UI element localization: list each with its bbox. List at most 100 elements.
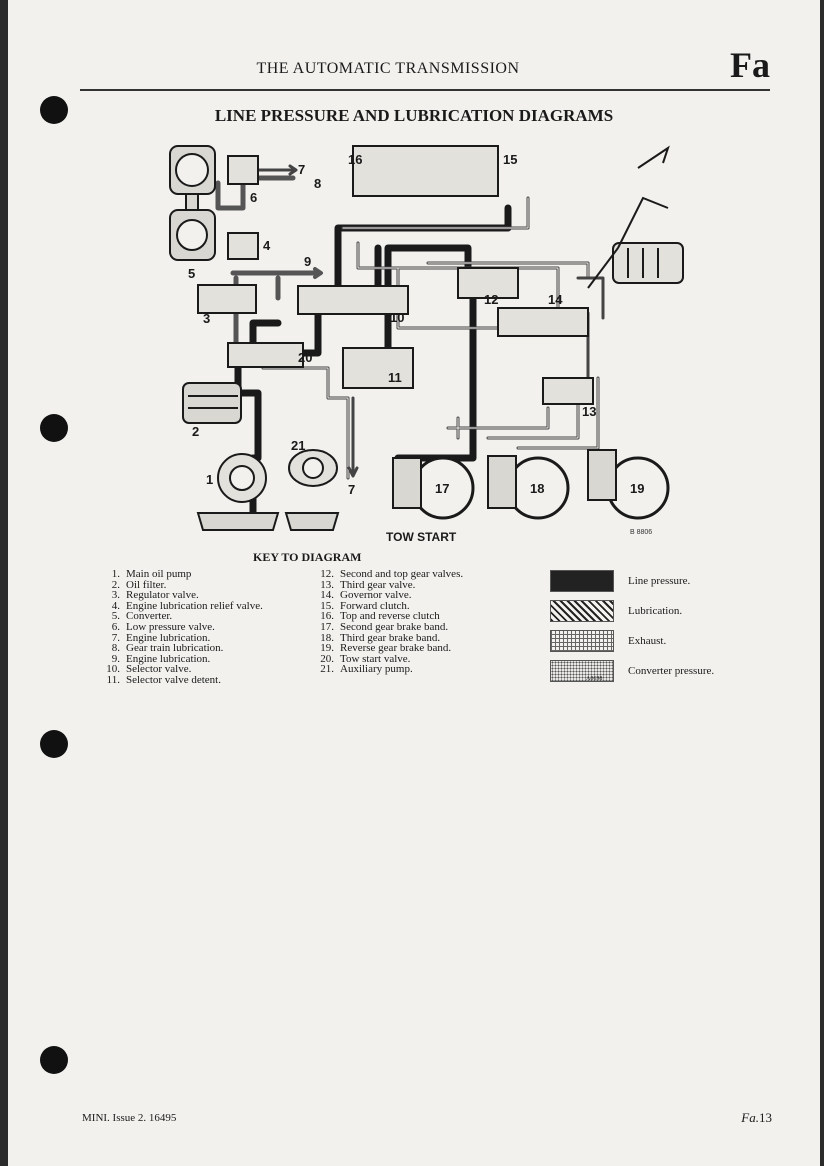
key-item-text: Top and reverse clutch	[340, 610, 440, 623]
key-item-text: Engine lubrication.	[126, 631, 211, 644]
key-item: 9.Engine lubrication.	[94, 652, 263, 665]
callout-label: 9	[304, 254, 311, 269]
legend-item: Converter pressure.	[550, 656, 714, 686]
binder-hole	[40, 730, 68, 758]
callout-label: 20	[298, 350, 312, 365]
legend-item: Exhaust.	[550, 626, 714, 656]
key-item: 17. Second gear brake band.	[308, 622, 463, 633]
key-item: 20. Tow start valve.	[308, 652, 463, 665]
key-item-text: Regulator valve.	[126, 589, 199, 602]
key-item-text: Gear train lubrication.	[126, 642, 224, 655]
callout-label: 15	[503, 152, 517, 167]
callout-label: 1	[206, 472, 213, 487]
legend-item: Lubrication.	[550, 596, 714, 626]
key-item: 18. Third gear brake band.	[308, 631, 463, 644]
key-item: 11.Selector valve detent.	[94, 675, 263, 686]
page-number: Fa.13	[741, 1110, 772, 1126]
binder-hole	[40, 414, 68, 442]
header-rule	[80, 89, 770, 91]
lubrication-swatch	[550, 600, 614, 622]
key-item-text: Governor valve.	[340, 589, 412, 602]
callout-label: 6	[250, 190, 257, 205]
key-item: 19. Reverse gear brake band.	[308, 643, 463, 654]
manual-page: THE AUTOMATIC TRANSMISSION Fa LINE PRESS…	[8, 0, 820, 1166]
callout-label: 13	[582, 404, 596, 419]
key-item-number: 19.	[320, 642, 334, 655]
callout-label: 8	[314, 176, 321, 191]
key-item-number: 21.	[320, 663, 334, 676]
key-item-text: Reverse gear brake band.	[340, 642, 452, 655]
key-item-number: 16.	[320, 610, 334, 623]
key-item-text: Engine lubrication relief valve.	[126, 599, 263, 612]
legend-label: Line pressure.	[628, 575, 691, 587]
key-item-number: 7.	[111, 631, 120, 644]
exhaust-swatch	[550, 630, 614, 652]
key-item-number: 18.	[320, 631, 334, 644]
legend: Line pressure. Lubrication. Exhaust. Con…	[550, 566, 714, 686]
callout-label: 7	[298, 162, 305, 177]
hydraulic-diagram: 5 6 7 8 4 9 3 10 11 20 2 1 21 7 12 14 13…	[169, 145, 684, 544]
key-item: 21.Auxiliary pump.	[308, 664, 463, 675]
key-item-number: 5.	[111, 610, 120, 623]
callout-label: 14	[548, 292, 563, 307]
key-item-text: Converter.	[126, 610, 173, 623]
diagram-title: LINE PRESSURE AND LUBRICATION DIAGRAMS	[214, 106, 614, 125]
callout-label: 17	[435, 481, 449, 496]
key-item-number: 17.	[320, 620, 334, 633]
key-item-number: 4.	[111, 599, 120, 612]
key-item-text: Low pressure valve.	[126, 620, 215, 633]
key-item-text: Second and top gear valves.	[340, 568, 464, 580]
key-item: 16. Top and reverse clutch	[308, 611, 463, 622]
legend-label: Exhaust.	[628, 635, 667, 647]
legend-label: Converter pressure.	[628, 665, 715, 677]
legend-item: Line pressure.	[550, 566, 714, 596]
key-item-text: Main oil pump	[126, 568, 192, 580]
key-item-number: 15.	[320, 599, 334, 612]
page-number-value: 13	[759, 1110, 772, 1125]
key-item: 10. Selector valve.	[94, 664, 263, 675]
binder-hole	[40, 1046, 68, 1074]
key-item-number: 13.	[320, 578, 334, 591]
page-number-prefix: Fa.	[741, 1110, 759, 1125]
key-item-text: Third gear valve.	[340, 578, 416, 591]
key-item-number: 14.	[320, 589, 334, 602]
key-item-text: Second gear brake band.	[340, 620, 449, 633]
key-item: 8.Gear train lubrication.	[94, 643, 263, 654]
key-item-number: 11.	[106, 673, 120, 686]
key-item-number: 10.	[106, 663, 120, 676]
key-item-text: Tow start valve.	[340, 652, 411, 665]
diagram-caption: TOW START	[386, 530, 457, 544]
legend-label: Lubrication.	[628, 605, 683, 617]
key-item-number: 20.	[320, 652, 334, 665]
key-item-number: 12.	[320, 568, 334, 580]
key-item-number: 6.	[111, 620, 120, 633]
footer-issue: MINI. Issue 2. 16495	[82, 1112, 177, 1124]
key-item-number: 2.	[111, 578, 120, 591]
section-title: THE AUTOMATIC TRANSMISSION	[256, 60, 520, 77]
callout-label: 2	[192, 424, 199, 439]
callout-label: 4	[263, 238, 271, 253]
callout-label: 19	[630, 481, 644, 496]
callout-label: 10	[390, 310, 404, 325]
callout-label: 7	[348, 482, 355, 497]
key-item: 1. Main oil pump	[94, 569, 263, 580]
key-item-number: 3.	[111, 589, 120, 602]
callout-label: 12	[484, 292, 498, 307]
key-item: 6. Low pressure valve.	[94, 622, 263, 633]
line-pressure-swatch	[550, 570, 614, 592]
key-item-text: Engine lubrication.	[126, 652, 211, 665]
key-item: 3. Regulator valve.	[94, 590, 263, 601]
callout-label: 3	[203, 311, 210, 326]
key-item: 13. Third gear valve.	[308, 578, 463, 591]
key-item-text: Third gear brake band.	[340, 631, 441, 644]
key-item-number: 1.	[111, 568, 120, 580]
key-item-text: Selector valve.	[126, 663, 192, 676]
key-title: KEY TO DIAGRAM	[253, 550, 362, 564]
key-item: 7. Engine lubrication.	[94, 631, 263, 644]
key-item: 12. Second and top gear valves.	[308, 569, 463, 580]
callout-label: 21	[291, 438, 305, 453]
section-tab: Fa	[730, 45, 770, 85]
legend-code: A0698	[586, 676, 603, 682]
key-item: 4. Engine lubrication relief valve.	[94, 599, 263, 612]
key-item: 5. Converter.	[94, 611, 263, 622]
